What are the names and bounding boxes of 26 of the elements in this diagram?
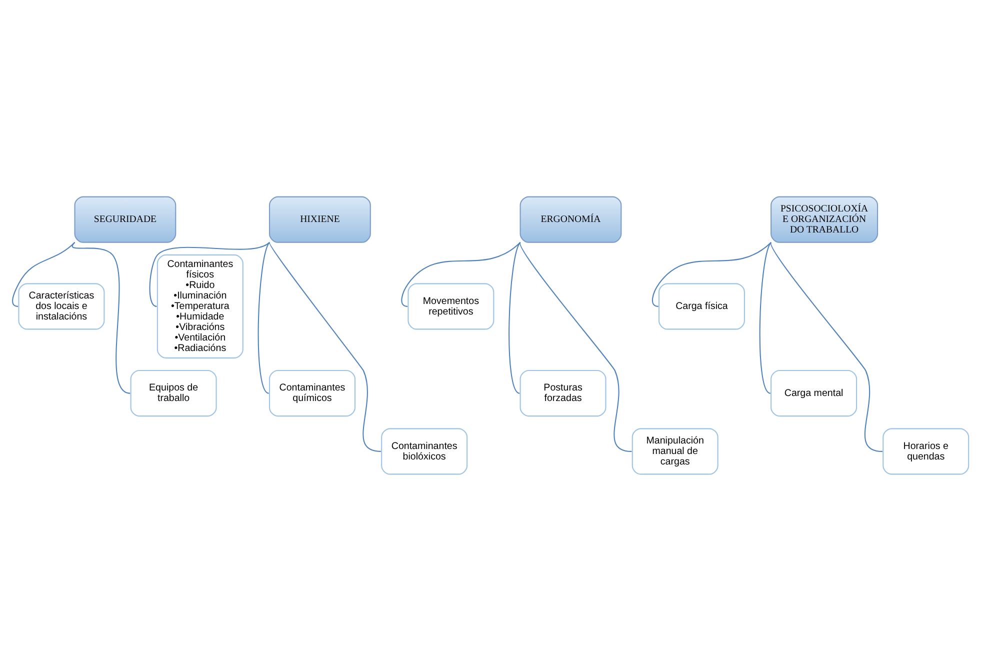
node-box: Características dos locais e instalacións (18, 283, 105, 330)
node-box: Movementos repetitivos (408, 283, 494, 330)
node-box: Equipos de traballo (130, 370, 217, 417)
connector (12, 242, 76, 307)
connector (149, 242, 270, 307)
connector (770, 242, 882, 452)
connector (269, 242, 381, 452)
node-box: Carga física (658, 283, 745, 330)
node-box: Manipulación manual de cargas (632, 428, 718, 475)
node-box: Horarios e quendas (882, 428, 970, 475)
node-box: Posturas forzadas (520, 370, 606, 417)
node-box: HIXIENE (268, 196, 371, 243)
connector (401, 242, 521, 307)
connector (508, 242, 521, 394)
node-box: Contaminantes físicos •Ruido •Iluminación •Temperatura •Humidade •Vibracións •Ventilación •Radiacións (156, 254, 244, 358)
node-box: PSICOSOCIOLOXÍA E ORGANIZACIÓN DO TRABALLO (770, 196, 878, 243)
connector (72, 242, 130, 394)
node-box: Contaminantes biolóxicos (381, 428, 468, 475)
node-box: SEGURIDADE (74, 196, 176, 243)
connector (759, 242, 772, 394)
node-box: ERGONOMÍA (520, 196, 622, 243)
connector (652, 242, 772, 307)
node-box: Carga mental (770, 370, 858, 417)
node-box: Contaminantes químicos (268, 370, 356, 417)
connector (520, 242, 632, 452)
connector (258, 242, 270, 394)
